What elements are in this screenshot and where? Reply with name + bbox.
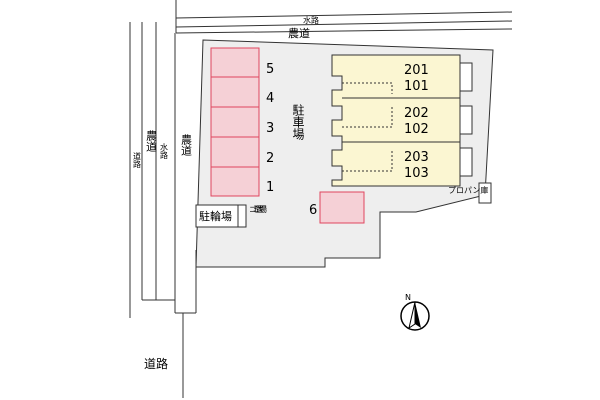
space-label-6: 6 xyxy=(309,203,317,218)
space-label-2: 2 xyxy=(266,151,274,166)
space-label-1: 1 xyxy=(266,180,274,195)
parking-space-3 xyxy=(210,106,260,138)
propane-label: プロパン庫 xyxy=(448,185,488,195)
parking-space-2 xyxy=(210,136,260,168)
parking-label: 駐車場 xyxy=(291,103,305,141)
parking-spaces xyxy=(210,47,365,224)
stair-dots-3 xyxy=(342,150,393,172)
compass-icon xyxy=(400,301,430,331)
balcony-2 xyxy=(459,105,473,135)
propane-shed xyxy=(478,182,492,204)
stair-dots-1 xyxy=(342,82,393,94)
farm-road-mid-label: 農道 xyxy=(180,133,193,156)
unit-202: 202 xyxy=(404,106,429,121)
stair-dots-2 xyxy=(342,106,393,128)
space-label-5: 5 xyxy=(266,62,274,77)
space-label-3: 3 xyxy=(266,121,274,136)
unit-101: 101 xyxy=(404,79,429,94)
compass-north-label: N xyxy=(405,293,411,302)
unit-201: 201 xyxy=(404,63,429,78)
garbage-box xyxy=(237,204,247,228)
space-label-4: 4 xyxy=(266,91,274,106)
parking-space-4 xyxy=(210,76,260,108)
parking-space-6 xyxy=(319,191,365,224)
farm-road-left-label: 農道 xyxy=(145,129,158,152)
top-road-line-2 xyxy=(175,20,513,28)
parking-space-5 xyxy=(210,47,260,78)
waterway-left-small-label: 道路 xyxy=(133,151,142,168)
top-road-line-1 xyxy=(175,11,513,19)
top-road-line-3 xyxy=(175,28,513,34)
road-bottom-label: 道路 xyxy=(144,356,168,371)
unit-103: 103 xyxy=(404,166,429,181)
unit-203: 203 xyxy=(404,150,429,165)
balcony-3 xyxy=(459,147,473,177)
waterway-left-label: 水路 xyxy=(160,142,169,159)
apartment-building xyxy=(331,54,473,187)
bike-parking-label: 駐輪場 xyxy=(199,209,232,223)
garbage-label: ゴミ置場 xyxy=(249,204,267,214)
waterway-top-label: 水路 xyxy=(303,15,319,25)
building-outline xyxy=(331,54,461,187)
parking-space-1 xyxy=(210,166,260,197)
farm-road-top-label: 農道 xyxy=(288,26,310,40)
unit-102: 102 xyxy=(404,122,429,137)
balcony-1 xyxy=(459,62,473,92)
